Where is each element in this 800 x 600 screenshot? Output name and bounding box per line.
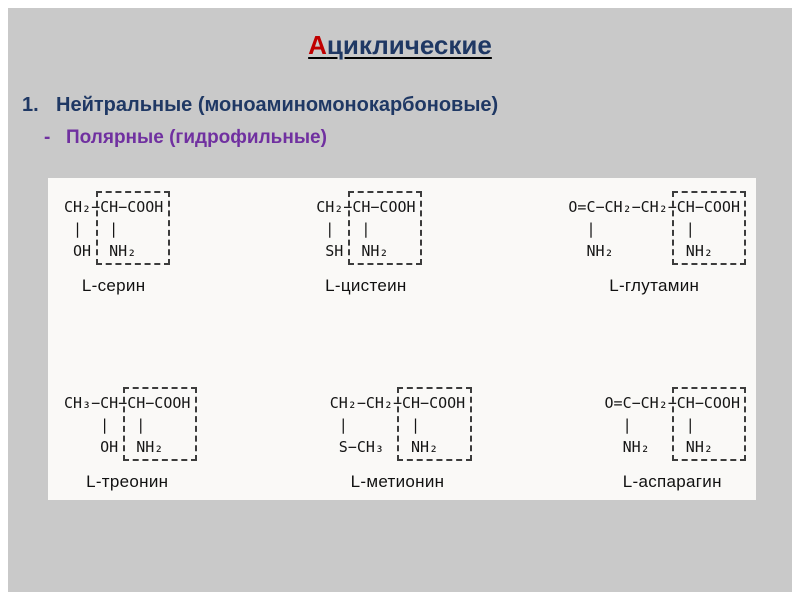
formula-line-2: | | (568, 220, 695, 238)
formula-line-2: | | (604, 416, 695, 434)
formula-line-2: | | (64, 416, 146, 434)
formula-line-3: SH NH₂ (316, 242, 389, 260)
slide-background: Ациклические 1. Нейтральные (моноаминомо… (8, 8, 792, 592)
sub-item-text: Полярные (гидрофильные) (66, 127, 327, 148)
structure-label: L-метионин (350, 472, 445, 491)
structure-asparagine: O=C−CH₂−CH−COOH | | NH₂ NH₂ L-аспарагин (604, 387, 747, 492)
structure-label: L-серин (81, 276, 146, 295)
structure-methionine: CH₂−CH₂−CH−COOH | | S−CH₃ NH₂ L-метионин (329, 387, 472, 492)
list-item-neutral: 1. Нейтральные (моноаминомонокарбоновые) (22, 94, 498, 117)
structure-label: L-цистеин (325, 276, 407, 295)
formula-line-1: CH₂−CH−COOH (64, 198, 164, 216)
structural-formula: CH₂−CH−COOH | | OH NH₂ (64, 191, 170, 265)
formula-line-3: OH NH₂ (64, 438, 164, 456)
title-first-letter: А (308, 30, 327, 60)
list-item-text: Нейтральные (моноаминомонокарбоновые) (56, 94, 499, 116)
structure-label: L-аспарагин (622, 472, 722, 491)
structures-row-2: CH₃−CH−CH−COOH | | OH NH₂ L-треонин CH₂−… (48, 387, 756, 492)
structural-formula: CH₂−CH−COOH | | SH NH₂ (316, 191, 422, 265)
structure-cysteine: CH₂−CH−COOH | | SH NH₂ L-цистеин (316, 191, 422, 296)
list-number: 1. (22, 94, 39, 116)
formula-line-3: NH₂ NH₂ (568, 242, 713, 260)
structural-formula: O=C−CH₂−CH−COOH | | NH₂ NH₂ (604, 387, 747, 461)
slide-title: Ациклические (8, 30, 792, 61)
formula-line-2: | | (316, 220, 371, 238)
structural-formula: O=C−CH₂−CH₂−CH−COOH | | NH₂ NH₂ (568, 191, 747, 265)
formula-line-1: CH₂−CH−COOH (316, 198, 416, 216)
sub-item-polar: - Полярные (гидрофильные) (44, 127, 327, 149)
structure-glutamine: O=C−CH₂−CH₂−CH−COOH | | NH₂ NH₂ L-глутам… (568, 191, 747, 296)
formula-line-2: | | (329, 416, 421, 434)
formula-line-3: S−CH₃ NH₂ (329, 438, 439, 456)
sub-item-marker: - (44, 127, 51, 148)
structure-label: L-глутамин (609, 276, 700, 295)
structure-threonine: CH₃−CH−CH−COOH | | OH NH₂ L-треонин (64, 387, 197, 492)
title-rest: циклические (326, 30, 492, 60)
structure-serine: CH₂−CH−COOH | | OH NH₂ L-серин (64, 191, 170, 296)
structural-formula: CH₃−CH−CH−COOH | | OH NH₂ (64, 387, 197, 461)
formula-line-1: CH₃−CH−CH−COOH (64, 394, 191, 412)
formula-line-1: CH₂−CH₂−CH−COOH (329, 394, 466, 412)
structures-row-1: CH₂−CH−COOH | | OH NH₂ L-серин CH₂−CH−CO… (48, 191, 756, 296)
formula-line-1: O=C−CH₂−CH−COOH (604, 394, 740, 412)
formula-line-1: O=C−CH₂−CH₂−CH−COOH (568, 198, 740, 216)
formula-line-3: OH NH₂ (64, 242, 137, 260)
formula-line-2: | | (64, 220, 119, 238)
structures-panel: CH₂−CH−COOH | | OH NH₂ L-серин CH₂−CH−CO… (48, 178, 756, 500)
formula-line-3: NH₂ NH₂ (604, 438, 713, 456)
structure-label: L-треонин (86, 472, 169, 491)
structural-formula: CH₂−CH₂−CH−COOH | | S−CH₃ NH₂ (329, 387, 472, 461)
